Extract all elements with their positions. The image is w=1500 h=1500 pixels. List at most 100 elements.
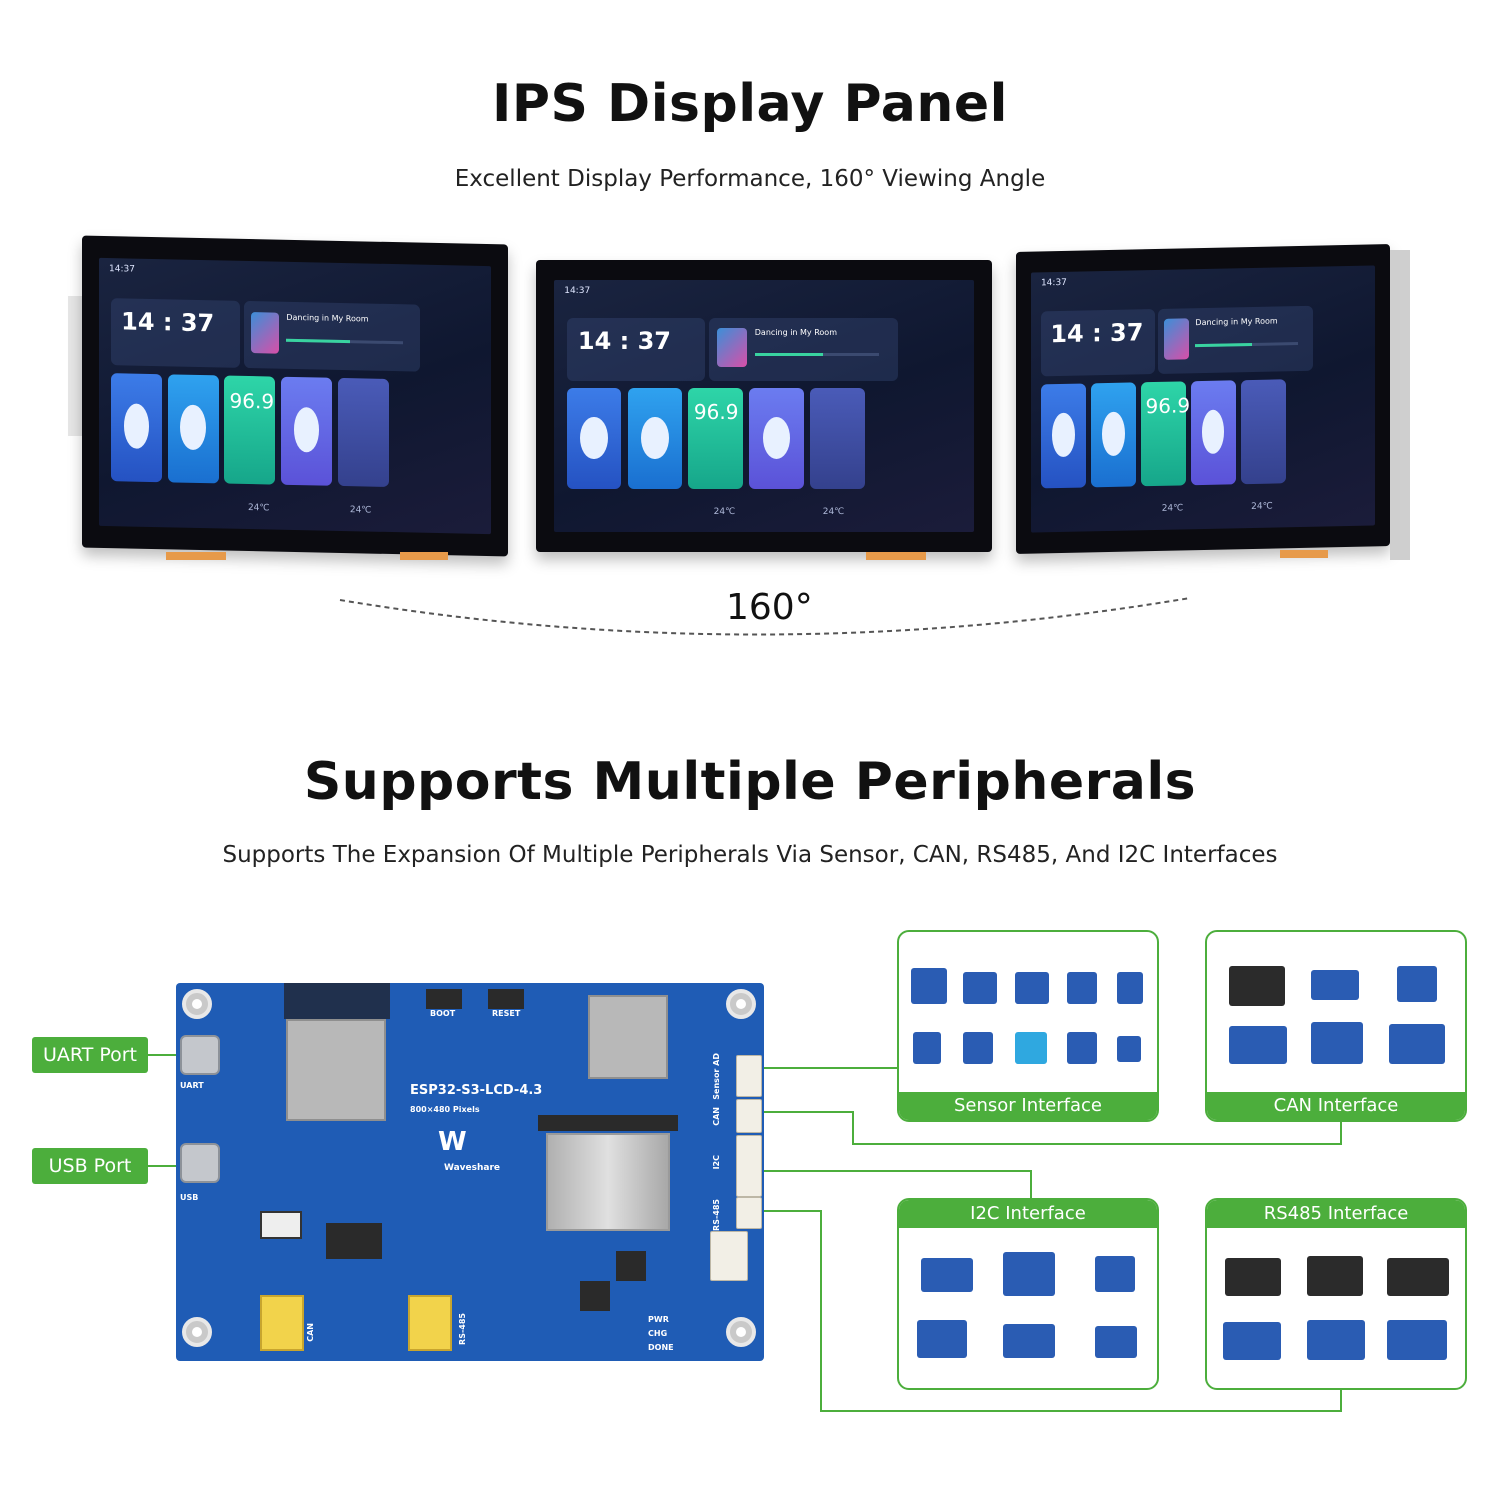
i2c-module (1095, 1326, 1137, 1358)
sensor-module (1117, 1036, 1141, 1062)
mount-hole (182, 1317, 212, 1347)
i2c-module (1003, 1252, 1055, 1296)
apps-tile (810, 388, 865, 489)
i2c-module (1003, 1324, 1055, 1358)
radio-frequency: 96.9 (693, 400, 739, 425)
board-model: ESP32-S3-LCD-4.3 (410, 1083, 543, 1098)
boot-button[interactable] (426, 989, 462, 1009)
side-connector-left (68, 296, 86, 436)
sensor-module (963, 972, 997, 1004)
uart-port-label: UART Port (32, 1037, 148, 1073)
can-silk: CAN (306, 1323, 315, 1342)
done-silk: DONE (648, 1343, 674, 1352)
song-title: Dancing in My Room (754, 328, 837, 338)
rs485-terminal-switch[interactable] (408, 1295, 452, 1351)
sensor-interface-label: Sensor Interface (899, 1092, 1157, 1120)
boot-silk: BOOT (430, 1009, 456, 1018)
can-module (1311, 1022, 1363, 1064)
esp32-module (286, 1019, 386, 1121)
sensor-module (911, 968, 947, 1004)
sensor-module (1015, 972, 1049, 1004)
connector-line (852, 1111, 854, 1145)
sensor-module (913, 1032, 941, 1064)
i2c-module (917, 1320, 967, 1358)
reset-button[interactable] (488, 989, 524, 1009)
can-module (1311, 970, 1359, 1000)
battery-connector[interactable] (710, 1231, 748, 1281)
flex-cable (1280, 550, 1328, 558)
clock-readout: 14 : 37 (577, 326, 671, 355)
bluetooth-icon (762, 416, 791, 459)
connector-line (764, 1210, 822, 1212)
camera-icon (641, 416, 669, 459)
connector-line (764, 1067, 900, 1069)
connector-line (764, 1111, 854, 1113)
i2c-connector[interactable] (736, 1135, 762, 1197)
sensor-module (1015, 1032, 1047, 1064)
temp-right: 24℃ (822, 506, 845, 517)
connector-line (820, 1410, 1342, 1412)
rs485-connector[interactable] (736, 1197, 762, 1229)
section-subtitle-peripherals: Supports The Expansion Of Multiple Perip… (222, 842, 1278, 868)
inductor (616, 1251, 646, 1281)
temp-left: 24℃ (713, 506, 736, 517)
i2c-silk-right: I2C (712, 1155, 721, 1170)
fpc-connector (538, 1115, 678, 1131)
rs485-silk-right: RS-485 (712, 1199, 721, 1231)
i2c-interface-box: I2C Interface (897, 1198, 1159, 1390)
mount-hole (182, 989, 212, 1019)
flex-cable (866, 552, 926, 560)
connector-line (820, 1210, 822, 1412)
chg-silk: CHG (648, 1329, 668, 1338)
rs485-interface-label: RS485 Interface (1207, 1200, 1465, 1228)
i2c-module (1095, 1256, 1135, 1292)
ic-chip (326, 1223, 382, 1259)
ic-chip (580, 1281, 610, 1311)
can-interface-box: CAN Interface (1205, 930, 1467, 1122)
i2c-interface-label: I2C Interface (899, 1200, 1157, 1228)
section-title-display: IPS Display Panel (492, 74, 1008, 134)
section-subtitle-display: Excellent Display Performance, 160° View… (454, 166, 1046, 192)
album-art (717, 328, 748, 368)
connector-line (852, 1143, 1342, 1145)
section-title-peripherals: Supports Multiple Peripherals (303, 752, 1197, 812)
usb-port-label: USB Port (32, 1148, 148, 1184)
rs485-module (1307, 1256, 1363, 1296)
antenna (284, 983, 390, 1019)
flex-cable (400, 552, 448, 560)
uart-usb-c-port[interactable] (180, 1035, 220, 1075)
sensor-ad-silk: Sensor AD (712, 1053, 721, 1100)
can-module (1397, 966, 1437, 1002)
can-module (1229, 1026, 1287, 1064)
connector-line (764, 1170, 1032, 1172)
side-edge-right (1390, 250, 1410, 560)
rs485-module (1307, 1320, 1365, 1360)
usb-c-port[interactable] (180, 1143, 220, 1183)
can-connector[interactable] (736, 1099, 762, 1133)
viewing-angle-arc (339, 597, 1191, 636)
can-terminal-switch[interactable] (260, 1295, 304, 1351)
sd-card-slot[interactable] (588, 995, 668, 1079)
status-time: 14:37 (564, 286, 591, 297)
i2c-module (921, 1258, 973, 1292)
connector-line (1340, 1122, 1342, 1144)
reset-silk: RESET (492, 1009, 521, 1018)
sensor-module (1067, 1032, 1097, 1064)
connector-line (148, 1054, 178, 1056)
sensor-connector[interactable] (736, 1055, 762, 1097)
battery-header (260, 1211, 302, 1239)
ribbon-cable (546, 1133, 670, 1231)
map-icon (580, 416, 608, 459)
rs485-module (1387, 1320, 1447, 1360)
connector-line (148, 1165, 178, 1167)
waveshare-logo: W (438, 1127, 467, 1157)
rs485-module (1387, 1258, 1449, 1296)
rs485-module (1223, 1322, 1281, 1360)
angle-label: 160° (726, 587, 813, 628)
mount-hole (726, 989, 756, 1019)
flex-cable (166, 552, 226, 560)
rs485-interface-box: RS485 Interface (1205, 1198, 1467, 1390)
can-module (1389, 1024, 1445, 1064)
can-silk-right: CAN (712, 1107, 721, 1126)
connector-line (1030, 1170, 1032, 1198)
